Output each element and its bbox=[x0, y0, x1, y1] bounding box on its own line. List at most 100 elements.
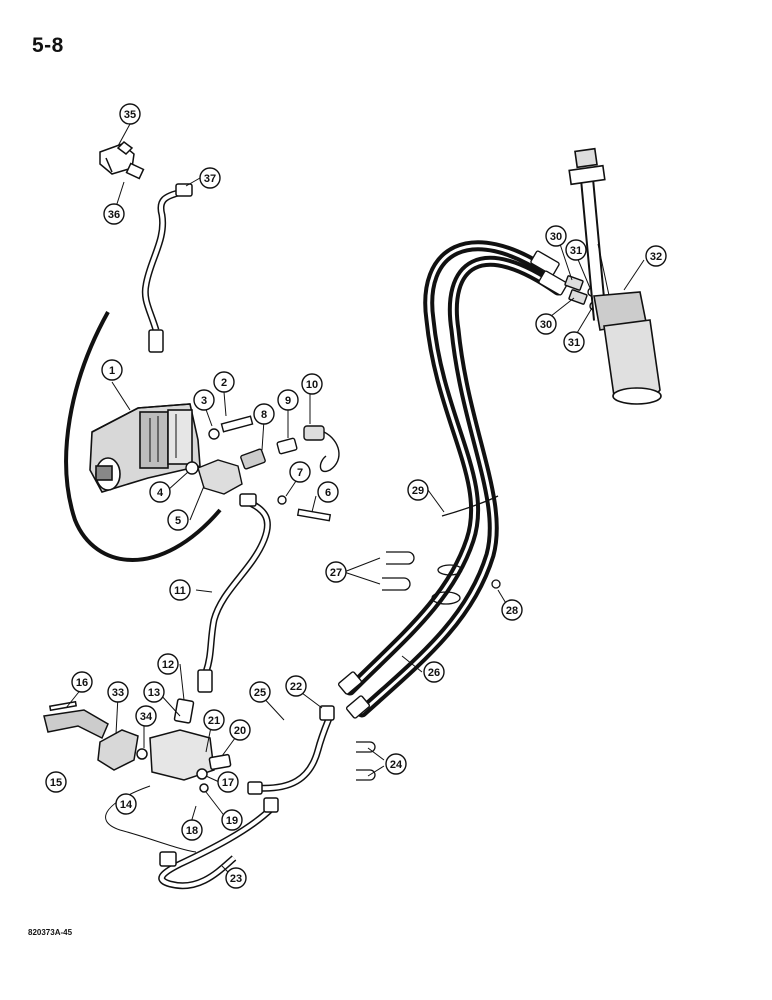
callout-32: 32 bbox=[645, 245, 667, 267]
callout-circle bbox=[213, 371, 235, 393]
callout-number: 35 bbox=[124, 109, 136, 121]
callout-circle bbox=[217, 771, 239, 793]
callout-circle bbox=[101, 359, 123, 381]
callout-number: 3 bbox=[201, 395, 207, 407]
callout-21: 21 bbox=[203, 709, 225, 731]
callout-number: 31 bbox=[570, 245, 582, 257]
callout-circle bbox=[545, 225, 567, 247]
callout-number: 7 bbox=[297, 467, 303, 479]
callout-number: 22 bbox=[290, 681, 302, 693]
callout-circle bbox=[407, 479, 429, 501]
callout-10: 10 bbox=[301, 373, 323, 395]
callout-number: 27 bbox=[330, 567, 342, 579]
callout-circle bbox=[193, 389, 215, 411]
callout-circle bbox=[119, 103, 141, 125]
callout-number: 18 bbox=[186, 825, 198, 837]
callout-6: 6 bbox=[317, 481, 339, 503]
callout-9: 9 bbox=[277, 389, 299, 411]
callout-circle bbox=[167, 509, 189, 531]
callout-31: 31 bbox=[565, 239, 587, 261]
callout-17: 17 bbox=[217, 771, 239, 793]
callout-22: 22 bbox=[285, 675, 307, 697]
callout-7: 7 bbox=[289, 461, 311, 483]
callout-12: 12 bbox=[157, 653, 179, 675]
callout-circle bbox=[385, 753, 407, 775]
callout-circle bbox=[301, 373, 323, 395]
callout-number: 34 bbox=[140, 711, 153, 723]
callout-circle bbox=[289, 461, 311, 483]
return-tube-23 bbox=[158, 797, 279, 890]
callout-11: 11 bbox=[169, 579, 191, 601]
callout-circle bbox=[199, 167, 221, 189]
callout-3: 3 bbox=[193, 389, 215, 411]
callout-31: 31 bbox=[563, 331, 585, 353]
callout-number: 17 bbox=[222, 777, 234, 789]
callout-circle bbox=[71, 671, 93, 693]
callout-circle bbox=[249, 681, 271, 703]
callout-number: 12 bbox=[162, 659, 174, 671]
callout-circle bbox=[565, 239, 587, 261]
callout-number: 10 bbox=[306, 379, 318, 391]
callout-37: 37 bbox=[199, 167, 221, 189]
callout-1: 1 bbox=[101, 359, 123, 381]
callout-number: 29 bbox=[412, 485, 424, 497]
callout-2: 2 bbox=[213, 371, 235, 393]
callout-4: 4 bbox=[149, 481, 171, 503]
hydraulic-pump bbox=[89, 403, 201, 493]
callout-number: 9 bbox=[285, 395, 291, 407]
callout-circle bbox=[277, 389, 299, 411]
callout-18: 18 bbox=[181, 819, 203, 841]
callout-number: 21 bbox=[208, 715, 220, 727]
callout-33: 33 bbox=[107, 681, 129, 703]
hose-clamps bbox=[356, 495, 501, 781]
callout-number: 11 bbox=[174, 585, 186, 597]
callout-circle bbox=[135, 705, 157, 727]
callout-circle bbox=[317, 481, 339, 503]
callout-30: 30 bbox=[535, 313, 557, 335]
callout-circle bbox=[107, 681, 129, 703]
callout-14: 14 bbox=[115, 793, 137, 815]
callout-number: 19 bbox=[226, 815, 238, 827]
callout-number: 23 bbox=[230, 873, 242, 885]
callout-number: 33 bbox=[112, 687, 124, 699]
callout-number: 16 bbox=[76, 677, 88, 689]
callout-28: 28 bbox=[501, 599, 523, 621]
callout-36: 36 bbox=[103, 203, 125, 225]
callout-number: 2 bbox=[221, 377, 227, 389]
callout-number: 31 bbox=[568, 337, 580, 349]
callout-34: 34 bbox=[135, 705, 157, 727]
callout-24: 24 bbox=[385, 753, 407, 775]
callout-27: 27 bbox=[325, 561, 347, 583]
callout-number: 8 bbox=[261, 409, 267, 421]
tee-fitting bbox=[99, 141, 145, 180]
callout-circle bbox=[45, 771, 67, 793]
callout-15: 15 bbox=[45, 771, 67, 793]
callout-23: 23 bbox=[225, 867, 247, 889]
callout-number: 6 bbox=[325, 487, 331, 499]
steering-cylinder bbox=[568, 147, 662, 405]
callout-circle bbox=[229, 719, 251, 741]
callout-circle bbox=[563, 331, 585, 353]
return-tube-22 bbox=[247, 705, 335, 795]
callout-number: 13 bbox=[148, 687, 160, 699]
callout-8: 8 bbox=[253, 403, 275, 425]
callout-number: 24 bbox=[390, 759, 403, 771]
callout-circle bbox=[157, 653, 179, 675]
callout-circle bbox=[203, 709, 225, 731]
callout-layer: 1234567891011121314151617181920212223242… bbox=[45, 103, 667, 889]
callout-29: 29 bbox=[407, 479, 429, 501]
callout-circle bbox=[103, 203, 125, 225]
callout-number: 4 bbox=[157, 487, 164, 499]
pressure-tube-37 bbox=[141, 183, 193, 353]
callout-5: 5 bbox=[167, 509, 189, 531]
steering-hoses bbox=[344, 240, 564, 718]
callout-circle bbox=[169, 579, 191, 601]
callout-number: 37 bbox=[204, 173, 216, 185]
callout-circle bbox=[221, 809, 243, 831]
callout-number: 25 bbox=[254, 687, 266, 699]
callout-circle bbox=[535, 313, 557, 335]
callout-number: 30 bbox=[540, 319, 552, 331]
callout-26: 26 bbox=[423, 661, 445, 683]
